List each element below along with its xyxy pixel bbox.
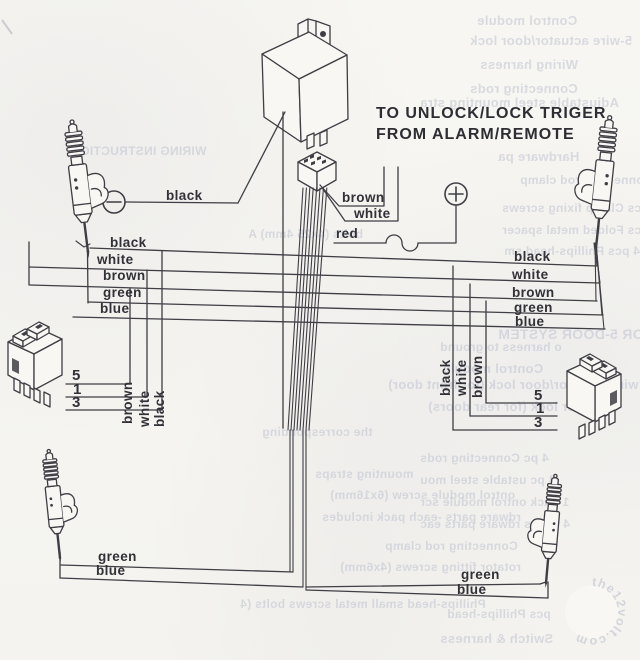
wire-bundle bbox=[287, 187, 328, 591]
wire-label-green: green bbox=[103, 285, 142, 300]
terminal-label-5: 5 bbox=[534, 387, 543, 404]
wire-label-white: white bbox=[454, 359, 469, 396]
wire-label-brown: brown bbox=[342, 190, 385, 205]
trigger-note-line1: TO UNLOCK/LOCK TRIGER bbox=[376, 105, 607, 122]
terminal-label-3: 3 bbox=[534, 414, 543, 431]
terminal-label-3: 3 bbox=[72, 394, 81, 411]
wire-label-black: black bbox=[110, 235, 147, 250]
door-lock-actuator-bottom-right bbox=[522, 471, 564, 590]
wire-label-white: white bbox=[512, 267, 549, 282]
door-lock-actuator-top-right bbox=[567, 111, 621, 257]
watermark: the12volt.com bbox=[565, 575, 628, 649]
wire-label-red: red bbox=[336, 226, 359, 241]
terminal-label-1: 1 bbox=[73, 381, 82, 398]
wire-label-blue: blue bbox=[100, 301, 130, 316]
actuator-rod-wires-top-right bbox=[593, 242, 605, 330]
wire-label-green: green bbox=[98, 549, 137, 564]
control-module-relay bbox=[261, 18, 349, 150]
wire-label-green: green bbox=[514, 300, 553, 315]
wire-label-brown: brown bbox=[512, 285, 555, 300]
rocker-switch-left bbox=[7, 321, 63, 408]
rocker-switch-right bbox=[566, 353, 622, 440]
wire-label-white: white bbox=[137, 390, 152, 427]
actuator-rod-wire-top-left bbox=[86, 249, 89, 304]
trigger-note-line2: FROM ALARM/REMOTE bbox=[376, 126, 575, 143]
fuse-symbol bbox=[333, 204, 457, 252]
wire-label-black: black bbox=[166, 188, 203, 203]
wire-label-black: black bbox=[438, 359, 453, 396]
wire-label-green: green bbox=[461, 567, 500, 582]
left-switch-wiring bbox=[65, 250, 163, 411]
door-lock-actuator-bottom-left bbox=[40, 446, 84, 565]
ground-black-wire bbox=[124, 111, 286, 429]
terminal-label-1: 1 bbox=[536, 400, 545, 417]
wire-label-blue: blue bbox=[96, 563, 126, 578]
right-switch-wiring bbox=[452, 265, 558, 431]
relay-connector bbox=[297, 151, 337, 192]
wire-label-white: white bbox=[97, 252, 134, 267]
scan-artifact bbox=[1, 19, 13, 35]
wire-label-black: black bbox=[514, 249, 551, 264]
terminal-label-5: 5 bbox=[72, 367, 81, 384]
wire-label-black: black bbox=[152, 390, 167, 427]
wire-label-blue: blue bbox=[457, 582, 487, 597]
positive-symbol bbox=[444, 182, 468, 206]
wire-label-blue: blue bbox=[515, 314, 545, 329]
wire-label-brown: brown bbox=[120, 381, 135, 425]
wire-label-brown: brown bbox=[470, 355, 485, 399]
trigger-wires bbox=[319, 166, 399, 222]
wire-label-white: white bbox=[354, 206, 391, 221]
wire-label-brown: brown bbox=[103, 268, 146, 283]
door-lock-actuator-top-left bbox=[61, 115, 117, 261]
